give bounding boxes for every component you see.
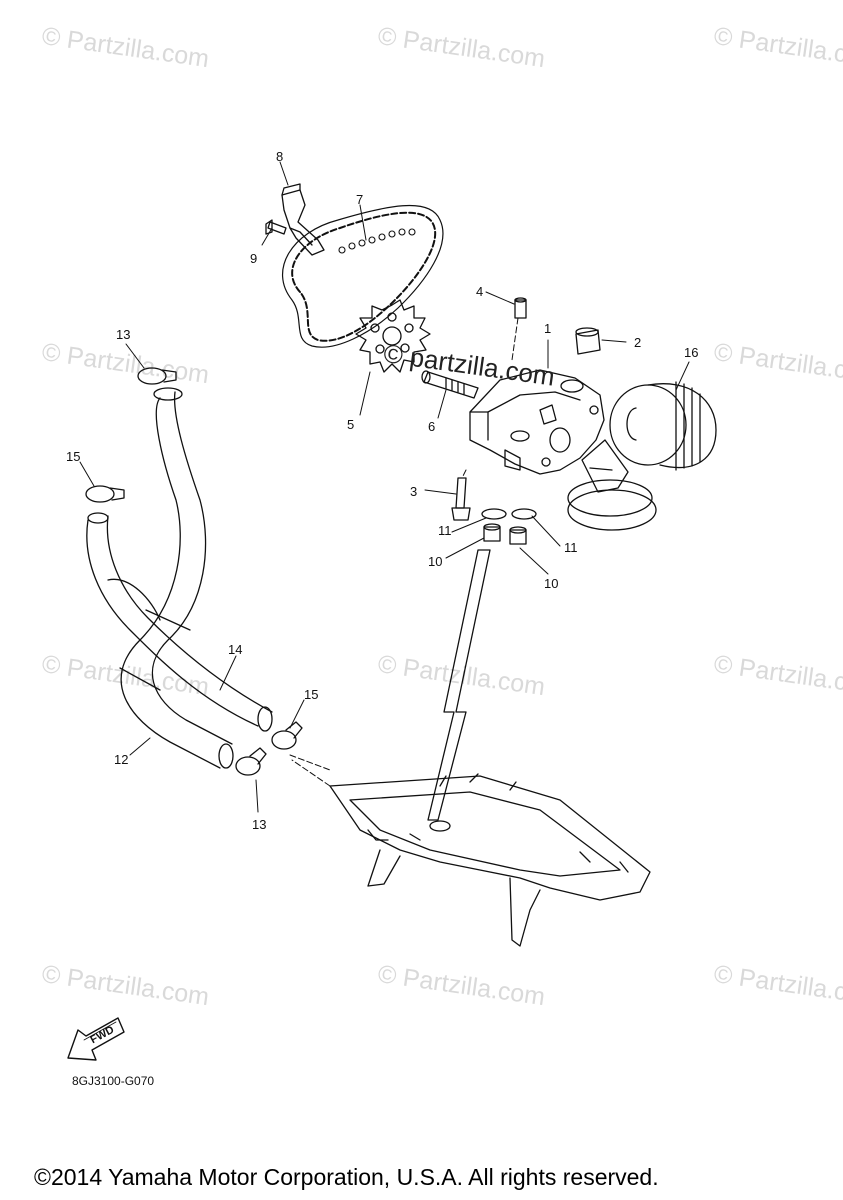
- callout-12: 12: [114, 752, 129, 767]
- o-ring: [511, 508, 537, 520]
- callout-14: 14: [228, 642, 243, 657]
- chain-guide-bracket: [281, 183, 325, 256]
- callout-3: 3: [410, 484, 418, 499]
- hose-clamp: [137, 367, 177, 385]
- oil-pump-sprocket: [355, 299, 431, 373]
- oil-hose: [119, 387, 234, 769]
- callout-leaders: [79, 161, 690, 813]
- callout-11b: 11: [564, 540, 578, 555]
- oil-pump-shaft: [421, 370, 479, 399]
- collar: [509, 526, 527, 545]
- hose-clamp: [271, 721, 303, 750]
- callout-6: 6: [428, 419, 436, 434]
- callout-4: 4: [476, 284, 484, 299]
- dashed-assembly-lines: [289, 317, 519, 787]
- o-ring: [481, 508, 507, 520]
- drawing-code: 8GJ3100-G070: [72, 1074, 155, 1088]
- dowel-pin: [514, 297, 527, 319]
- oil-pan: [329, 773, 651, 947]
- callout-7: 7: [356, 192, 364, 207]
- callout-13b: 13: [252, 817, 267, 832]
- callout-10b: 10: [544, 576, 559, 591]
- callout-8: 8: [276, 149, 284, 164]
- callout-11a: 11: [438, 523, 452, 538]
- oil-pump-assembly: [469, 369, 605, 475]
- callout-13a: 13: [116, 327, 131, 342]
- callout-10a: 10: [428, 554, 443, 569]
- oil-filter-cartridge: [609, 381, 717, 471]
- oil-hose: [86, 512, 273, 732]
- oil-pump-drive-chain: [281, 204, 444, 348]
- callout-1: 1: [544, 321, 552, 336]
- copyright-notice: ©2014 Yamaha Motor Corporation, U.S.A. A…: [34, 1164, 659, 1190]
- collar: [575, 327, 601, 355]
- callout-2: 2: [634, 335, 642, 350]
- oil-strainer: [567, 439, 657, 531]
- hose-clamp: [235, 747, 267, 776]
- callout-5: 5: [347, 417, 355, 432]
- collar: [483, 523, 501, 542]
- forward-arrow-icon: [67, 1017, 125, 1061]
- assembly-alignment-line: [427, 549, 491, 821]
- callout-16: 16: [684, 345, 699, 360]
- bolt: [265, 219, 287, 235]
- callout-15b: 15: [304, 687, 319, 702]
- callout-9: 9: [250, 251, 258, 266]
- callout-15a: 15: [66, 449, 81, 464]
- hose-clamp: [85, 485, 125, 503]
- pump-mounting-bolt: [451, 477, 471, 521]
